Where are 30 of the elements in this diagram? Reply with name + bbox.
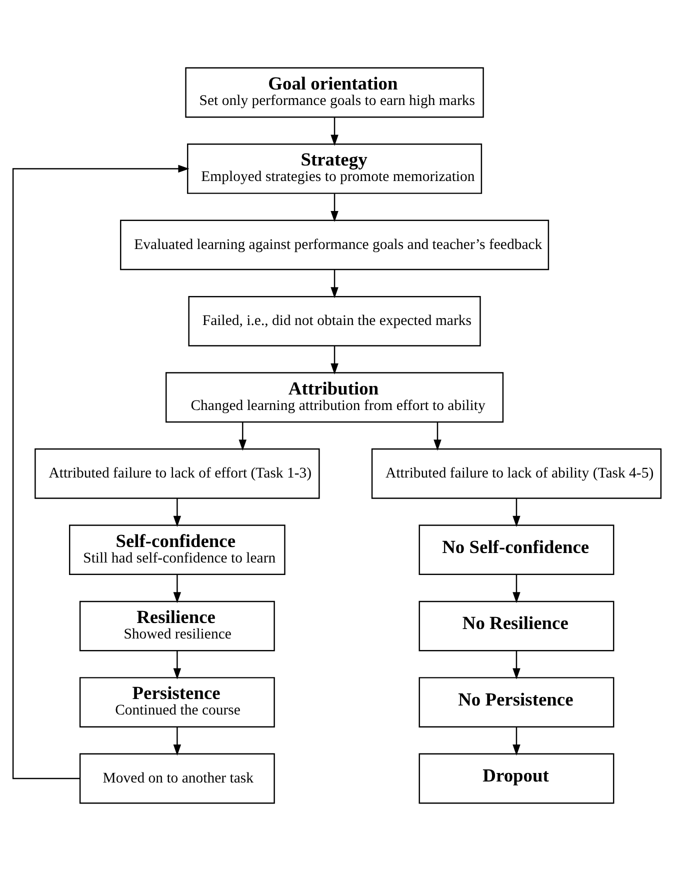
node-box: Moved on to another task — [79, 752, 275, 804]
arrow — [330, 116, 338, 146]
node-box: Persistence Continued the course — [79, 676, 275, 727]
node-box: No Self-confidence — [418, 524, 614, 575]
arrow — [434, 422, 442, 450]
node-box: Attribution Changed learning attribution from effort to ability — [166, 372, 504, 422]
node-box: Strategy Employed strategies to promote memorization — [187, 143, 482, 194]
arrow — [512, 498, 520, 526]
arrow — [330, 346, 338, 374]
arrow — [173, 650, 182, 679]
node-box: Evaluated learning against performance goals and teacher’s feedback — [120, 219, 550, 270]
arrow — [512, 574, 520, 603]
arrow — [12, 164, 190, 779]
arrow — [512, 650, 520, 679]
node-box: No Persistence — [418, 676, 614, 727]
node-box: Failed, i.e., did not obtain the expected marks — [188, 295, 481, 346]
arrow — [173, 726, 182, 756]
node-box: Self-confidence Still had self-confidence to learn — [69, 524, 286, 575]
node-box: Resilience Showed resilience — [79, 600, 275, 651]
arrow — [512, 726, 520, 756]
node-box: Attributed failure to lack of ability (Task 4-5) — [371, 448, 662, 498]
node-box: Dropout — [418, 752, 614, 804]
arrow — [173, 574, 182, 603]
node-box: Goal orientation Set only performance goals to earn high marks — [185, 66, 484, 118]
node-box: Attributed failure to lack of effort (Task 1-3) — [34, 448, 320, 498]
arrow — [173, 498, 182, 526]
arrow — [330, 269, 338, 298]
arrow — [330, 193, 338, 222]
node-box: No Resilience — [418, 600, 614, 651]
arrow — [238, 422, 247, 450]
